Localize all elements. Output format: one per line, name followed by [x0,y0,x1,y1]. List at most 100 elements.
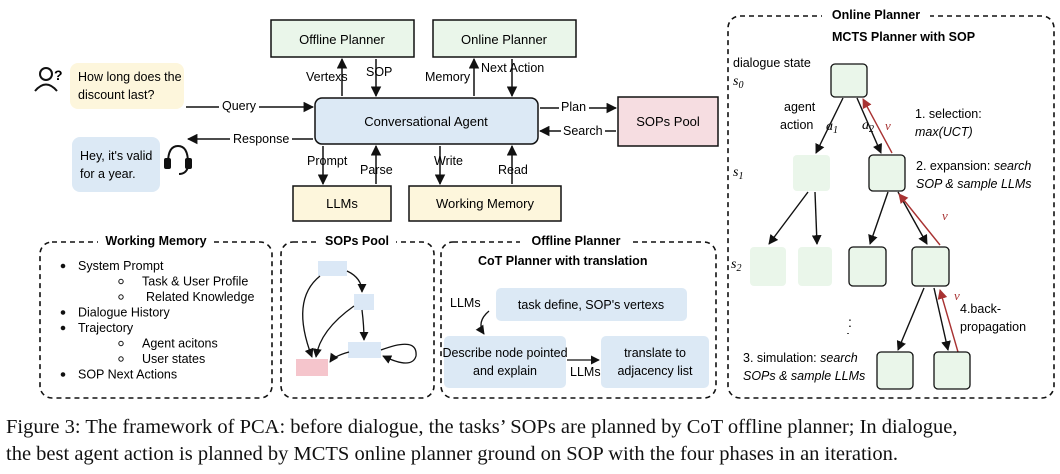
wm-item-6: User states [142,352,205,366]
user-query-bubble [70,63,184,109]
headset-icon [164,144,192,175]
next-action-label: Next Action [481,61,544,75]
mcts-leaf-2 [933,351,971,390]
response-label: Response [233,132,289,146]
s0-label: s0 [733,74,743,91]
offline-step-1-label: task define, SOP's vertexs [518,298,664,312]
mcts-node-s2-3 [848,246,887,287]
online-planner-box [432,19,577,58]
agent-action-line-2: action [780,118,813,132]
online-planner-label: Online Planner [461,32,548,47]
sops-pool-label: SOPs Pool [636,114,700,129]
s1-label: s1 [733,165,743,182]
wm-item-0: System Prompt [78,259,164,273]
offline-planner-box [270,19,415,58]
user-query-line-2: discount last? [78,88,154,102]
selection-line-2: max(UCT) [915,125,973,139]
offline-llms-label-2: LLMs [570,365,601,379]
offline-panel-title: Offline Planner [532,234,621,248]
backprop-line-1: 4.back- [960,302,1001,316]
simulation-ellipsis: : [848,314,852,330]
simulation-line-2: SOPs & sample LLMs [743,369,865,383]
wm-item-5: Agent acitons [142,337,218,351]
wm-bullet-5 [118,340,124,347]
offline-step-3 [601,336,709,388]
sop-label: SOP [366,65,392,79]
wm-item-7: SOP Next Actions [78,368,177,382]
simulation-line-1: 3. simulation: search [743,351,858,365]
sop-node-3 [348,342,381,358]
llms-box [292,185,392,222]
s2-label: s2 [731,257,741,274]
offline-panel-subtitle: CoT Planner with translation [478,254,647,268]
wm-bullet-0 [60,263,66,269]
user-query-line-1: How long does the [78,70,182,84]
caption-line-2: the best agent action is planned by MCTS… [6,443,898,465]
wm-item-1: Task & User Profile [142,275,248,289]
mcts-root-node [830,63,868,98]
value-v-1: v [885,118,891,133]
offline-step-3-line-1: translate to [624,346,686,360]
mcts-node-s2-4 [911,246,950,287]
agent-reply-line-2: for a year. [80,167,136,181]
wm-bullet-7 [60,372,66,377]
expansion-line-1: 2. expansion: search [916,159,1031,173]
offline-step-2-line-1: Describe node pointed [442,346,567,360]
online-panel-title: Online Planner [832,8,920,22]
mcts-node-s1-a2 [868,154,906,192]
read-label: Read [498,163,528,177]
wm-bullet-4 [60,325,66,331]
agent-action-line-1: agent [784,100,816,114]
online-planner-panel [727,15,1055,399]
sop-edges [302,270,417,364]
vertexs-label: Vertexs [306,70,348,84]
selection-line-1: 1. selection: [915,107,982,121]
offline-llms-label-1: LLMs [450,296,481,310]
offline-step-2-line-2: and explain [473,364,537,378]
offline-planner-label: Offline Planner [299,32,385,47]
write-label: Write [434,154,463,168]
conversational-agent-box [314,97,539,145]
wm-bullet-6 [118,356,124,362]
question-mark-icon: ? [54,67,63,83]
online-panel-subtitle: MCTS Planner with SOP [832,30,975,44]
mcts-node-s2-1 [750,247,786,286]
value-v-3: v [954,288,960,303]
working-memory-panel-title: Working Memory [105,234,206,248]
agent-reply-bubble [72,137,160,192]
wm-item-3: Dialogue History [78,306,170,320]
pca-framework-diagram: ? How long does the discount last? Hey, … [34,8,1055,399]
value-v-2: v [942,208,948,223]
working-memory-box [408,185,562,222]
wm-bullet-3 [60,310,66,315]
figure-caption: Figure 3: The framework of PCA: before d… [6,414,1056,468]
offline-step-arrow-1 [475,310,490,335]
mcts-edges [768,97,951,351]
parse-label: Parse [360,163,393,177]
plan-label: Plan [561,100,586,114]
offline-step-3-line-2: adjacency list [617,364,693,378]
mcts-node-s1-a1 [793,155,830,191]
llms-label: LLMs [326,196,358,211]
working-memory-label: Working Memory [436,196,535,211]
offline-planner-panel [440,241,717,399]
conversational-agent-label: Conversational Agent [364,114,488,129]
offline-step-2 [444,336,566,388]
user-icon [34,67,58,92]
sops-pool-box [617,96,719,147]
sop-end-node [296,359,328,376]
caption-line-1: Figure 3: The framework of PCA: before d… [6,416,958,438]
backprop-arrows [862,98,959,353]
dialogue-state-label: dialogue state [733,56,811,70]
memory-label: Memory [425,70,471,84]
backprop-line-2: propagation [960,320,1026,334]
search-label: Search [563,124,603,138]
sop-node-1 [318,261,347,276]
mcts-leaf-1 [876,351,914,390]
wm-item-2: Related Knowledge [146,290,254,304]
expansion-line-2: SOP & sample LLMs [916,177,1032,191]
mcts-node-s2-2 [798,247,832,286]
wm-bullet-1 [118,278,124,285]
sops-pool-panel-title: SOPs Pool [325,234,389,248]
